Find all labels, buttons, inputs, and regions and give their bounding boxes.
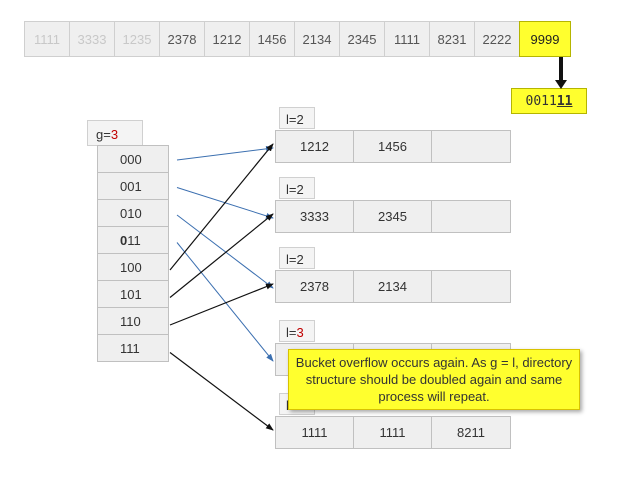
pointer-arrow — [176, 214, 274, 289]
pointer-arrow — [176, 242, 274, 362]
bucket-slot: 1212 — [276, 131, 354, 162]
key-cell: 2345 — [339, 21, 385, 57]
key-cell: 1456 — [249, 21, 295, 57]
local-depth-label: l=2 — [279, 247, 315, 269]
pointer-arrow — [176, 187, 274, 219]
hash-suffix: 11 — [556, 93, 573, 109]
directory-entry: 010 — [97, 199, 169, 227]
key-cell: 1235 — [114, 21, 160, 57]
key-cell: 1111 — [384, 21, 430, 57]
bucket-slot: 8211 — [457, 425, 485, 440]
pointer-arrow — [169, 283, 274, 326]
directory-entry: 101 — [97, 280, 169, 308]
hash-prefix: 0011 — [525, 93, 557, 109]
bucket-slot — [432, 271, 510, 302]
bucket-slot: 2134 — [354, 271, 432, 302]
bucket-slot: 2378 — [276, 271, 354, 302]
bucket-slot — [432, 201, 510, 232]
pointer-arrow — [169, 143, 274, 271]
directory-entry: 100 — [97, 253, 169, 281]
directory-entry: 000 — [97, 145, 169, 173]
directory-entry: 110 — [97, 307, 169, 335]
key-cell-highlighted: 9999 — [519, 21, 571, 57]
key-cell: 3333 — [69, 21, 115, 57]
key-cell: 2378 — [159, 21, 205, 57]
bucket-slot — [432, 131, 510, 162]
bucket-slot: 1456 — [354, 131, 432, 162]
bucket-slot: 1111 — [276, 417, 354, 448]
directory-entry: 001 — [97, 172, 169, 200]
overflow-note: Bucket overflow occurs again. As g = l, … — [288, 349, 580, 410]
key-cell: 2222 — [474, 21, 520, 57]
bucket-slot: 3333 — [276, 201, 354, 232]
local-depth-label: l=2 — [279, 107, 315, 129]
local-depth-label: l=3 — [279, 320, 315, 342]
key-cell: 2134 — [294, 21, 340, 57]
directory-entry: 111 — [97, 334, 169, 362]
key-cell: 1111 — [24, 21, 70, 57]
pointer-arrow — [176, 145, 274, 161]
global-depth-value: 3 — [110, 127, 119, 142]
pointer-arrow — [169, 213, 274, 298]
bucket-slot: 2345 — [354, 201, 432, 232]
pointer-arrow — [169, 352, 274, 431]
global-depth-label: g=3 — [87, 120, 143, 146]
bucket-slot: 1111 — [354, 417, 432, 448]
local-depth-label: l=2 — [279, 177, 315, 199]
key-cell: 1212 — [204, 21, 250, 57]
key-cell: 8231 — [429, 21, 475, 57]
